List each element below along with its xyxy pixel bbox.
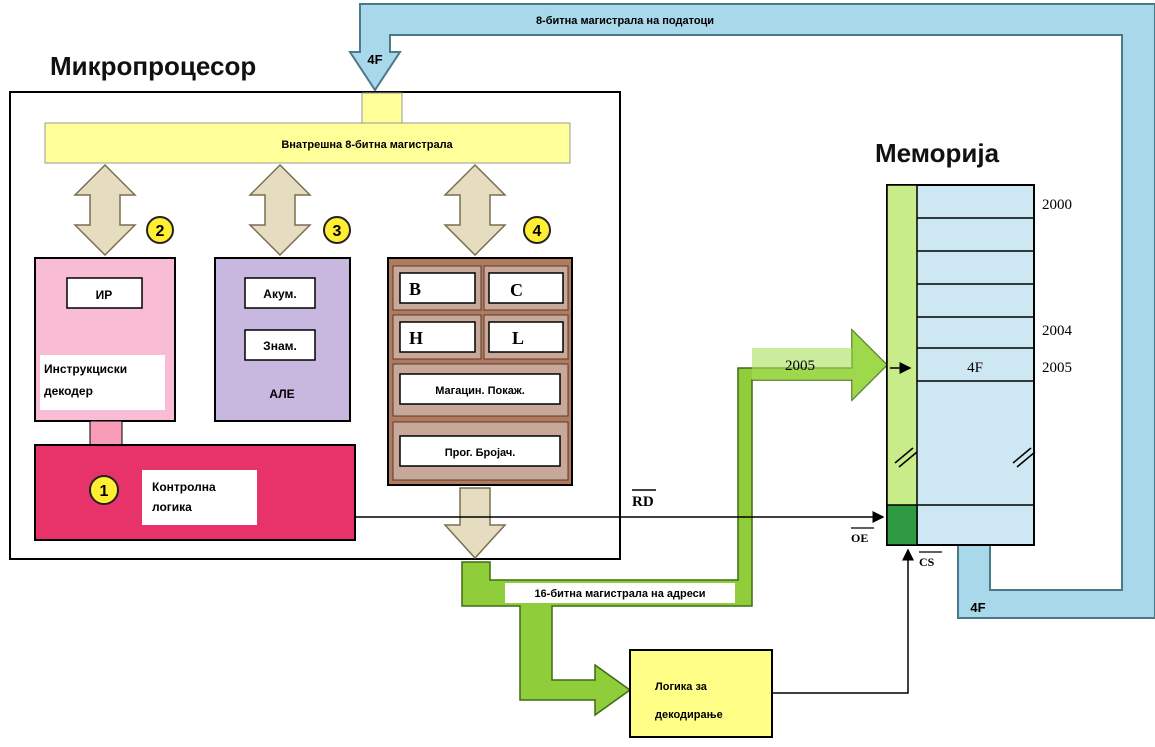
control-label-1: Контролна	[152, 480, 216, 494]
data-bus: 8-битна магистрала на податоци 4F 4F	[348, 3, 1155, 619]
double-arrows	[73, 163, 507, 257]
program-counter	[399, 435, 561, 467]
control-label-2: логика	[152, 500, 192, 514]
address-bus-value: 2005	[785, 358, 815, 374]
instruction-decoder: ИР Инструкциски декодер	[34, 257, 176, 422]
data-bus-label: 8-битна магистрала на податоци	[536, 15, 714, 27]
svg-text:CS: CS	[919, 555, 935, 569]
data-bus-value-top: 4F	[367, 52, 382, 67]
register-block: B C H L Магацин. Покаж. Прог. Бројач.	[387, 257, 573, 486]
memory-block: 4F	[886, 184, 1036, 546]
decode-logic-label-2: декодирање	[655, 709, 723, 721]
register-l-label: L	[512, 328, 524, 348]
cs-signal: CS	[919, 551, 942, 569]
register-c-label: C	[510, 280, 523, 300]
instruction-register	[66, 277, 143, 309]
instruction-register-label: ИР	[96, 288, 113, 302]
stack-pointer-label: Магацин. Покаж.	[435, 385, 525, 397]
svg-text:3: 3	[333, 223, 342, 240]
address-2005: 2005	[1042, 360, 1072, 376]
svg-text:4: 4	[533, 223, 542, 240]
pc-output-arrow	[443, 487, 507, 560]
alu-label: АЛЕ	[269, 387, 294, 401]
registers-bus-arrow	[443, 163, 507, 257]
decoder-label-2: декодер	[44, 384, 93, 398]
internal-bus: Внатрешна 8-битна магистрала	[44, 92, 571, 164]
address-2000: 2000	[1042, 197, 1072, 213]
register-c	[488, 272, 564, 304]
data-bus-value-bottom: 4F	[970, 600, 985, 615]
svg-text:OE: OE	[851, 531, 868, 545]
memory-cell-value: 4F	[967, 360, 983, 376]
program-counter-label: Прог. Бројач.	[445, 447, 516, 459]
cpu-title: Микропроцесор	[50, 51, 256, 81]
stack-pointer	[399, 373, 561, 405]
svg-text:1: 1	[100, 483, 109, 500]
svg-text:RD: RD	[632, 494, 654, 510]
badge-2: 2	[146, 216, 174, 244]
svg-text:2: 2	[156, 223, 165, 240]
accumulator-label: Акум.	[263, 287, 296, 301]
decode-logic: Логика за декодирање	[629, 649, 773, 738]
register-b	[399, 272, 476, 304]
badge-1	[89, 475, 119, 505]
memory-select-cell	[886, 504, 918, 546]
badge-3: 3	[323, 216, 351, 244]
register-h	[399, 321, 476, 353]
oe-signal: OE	[851, 527, 874, 545]
flags-register	[244, 329, 316, 361]
decoder-bus-arrow	[73, 163, 137, 257]
alu-bus-arrow	[248, 163, 312, 257]
cs-line	[772, 548, 914, 694]
address-2004: 2004	[1042, 323, 1073, 339]
flags-label: Знам.	[263, 339, 297, 353]
internal-bus-label: Внатрешна 8-битна магистрала	[281, 139, 453, 151]
rd-signal: RD	[632, 489, 656, 510]
memory-title: Меморија	[875, 138, 1000, 168]
accumulator	[244, 277, 316, 309]
register-h-label: H	[409, 328, 423, 348]
alu-block: Акум. Знам. АЛЕ	[214, 257, 351, 422]
address-bus-label: 16-битна магистрала на адреси	[534, 588, 705, 600]
decode-logic-label-1: Логика за	[655, 681, 708, 693]
register-b-label: B	[409, 279, 421, 299]
badge-4: 4	[523, 216, 551, 244]
register-l	[488, 321, 564, 353]
control-logic: Контролна логика 1	[34, 444, 356, 541]
decoder-label-1: Инструкциски	[44, 362, 127, 376]
decoder-control-link	[89, 420, 123, 446]
address-bus: 16-битна магистрала на адреси 2005	[461, 328, 889, 717]
